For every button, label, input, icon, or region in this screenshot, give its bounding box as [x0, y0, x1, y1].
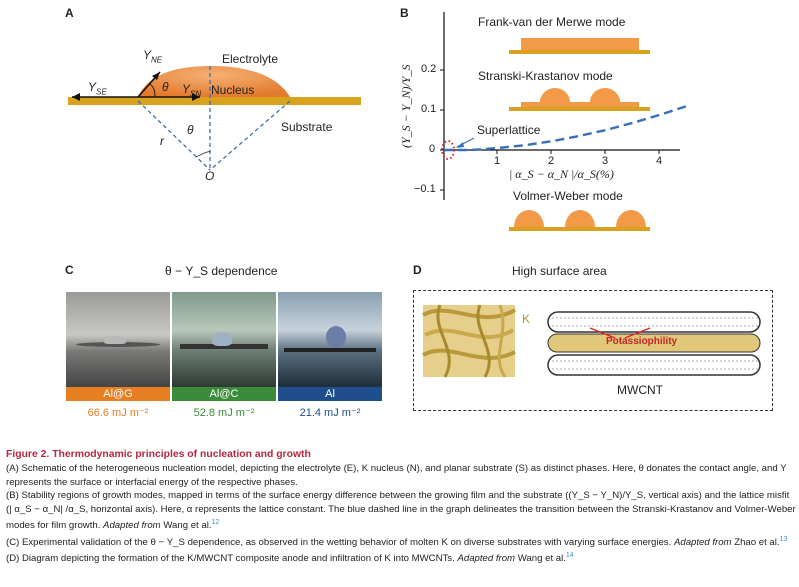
label-gamma-ne: YNE [143, 48, 163, 65]
caption-c: (C) Experimental validation of the θ − Y… [6, 535, 788, 548]
panel-a-schematic [68, 66, 361, 171]
mode-fm-label: Frank-van der Merwe mode [478, 15, 626, 29]
label-r: r [160, 134, 164, 148]
k-label: K [522, 312, 531, 326]
caption-d: (D) Diagram depicting the formation of t… [6, 552, 574, 565]
energy-al: 21.4 mJ m⁻² [299, 407, 361, 419]
radius-left [137, 100, 211, 171]
xtick-4: 4 [656, 155, 663, 167]
mode-vw-label: Volmer-Weber mode [513, 189, 623, 203]
mwcnt-tubes [547, 311, 761, 376]
potassiophility-label: Potassiophility [606, 336, 678, 347]
vw-island-2 [565, 210, 595, 227]
label-gamma-sn: YSN [182, 82, 202, 99]
sk-film [521, 102, 639, 107]
ytick-neg0.1: −0.1 [414, 183, 436, 195]
label-theta-bottom: θ [187, 123, 194, 137]
caption-title: Figure 2. Thermodynamic principles of nu… [6, 449, 311, 460]
panel-letter-d: D [413, 263, 422, 277]
photo-al-g [66, 292, 170, 387]
label-theta: θ [162, 80, 169, 94]
photo-al-c [172, 292, 276, 387]
vw-substrate [509, 227, 650, 231]
panel-d-frame [413, 290, 773, 411]
label-substrate: Substrate [281, 120, 333, 134]
xtick-2: 2 [548, 155, 555, 167]
panel-b-chart [440, 12, 688, 231]
panel-letter-b: B [400, 6, 409, 20]
label-al: Al [278, 387, 382, 401]
vw-island-3 [616, 210, 646, 227]
label-gamma-se: YSE [88, 80, 107, 97]
sk-island-1 [540, 88, 570, 102]
fm-substrate [509, 50, 650, 54]
nucleus-shape [138, 66, 290, 97]
panel-c-title: θ − Y_S dependence [165, 264, 278, 278]
sk-island-2 [590, 88, 620, 102]
k-bundle [422, 304, 516, 378]
figure-caption: Figure 2. Thermodynamic principles of nu… [6, 448, 796, 566]
x-axis-label: | α_S − α_N |/α_S(%) [509, 167, 614, 181]
energy-al-g: 66.6 mJ m⁻² [87, 407, 149, 419]
label-nucleus: Nucleus [211, 83, 255, 97]
radius-right [209, 100, 291, 171]
mwcnt-label: MWCNT [617, 383, 663, 397]
ytick-0: 0 [429, 143, 436, 155]
panel-letter-a: A [65, 6, 74, 20]
label-electrolyte: Electrolyte [222, 52, 279, 66]
sk-substrate [509, 107, 650, 111]
label-al-c: Al@C [172, 387, 276, 401]
energy-al-c: 52.8 mJ m⁻² [193, 407, 255, 419]
substrate-bar [68, 97, 361, 105]
caption-b: (B) Stability regions of growth modes, m… [6, 490, 796, 532]
panel-letter-c: C [65, 263, 74, 277]
vw-island-1 [514, 210, 544, 227]
ytick-0.2: 0.2 [421, 63, 437, 75]
fm-film [521, 38, 639, 50]
label-origin: O [205, 169, 215, 183]
caption-a: (A) Schematic of the heterogeneous nucle… [6, 463, 787, 488]
photo-al [278, 292, 382, 387]
xtick-3: 3 [602, 155, 609, 167]
mode-sk-label: Stranski-Krastanov mode [478, 69, 613, 83]
panel-d-title: High surface area [512, 264, 607, 278]
ytick-0.1: 0.1 [421, 103, 437, 115]
superlattice-label: Superlattice [477, 123, 541, 137]
superlattice-marker [441, 140, 455, 160]
xtick-1: 1 [494, 155, 501, 167]
label-al-g: Al@G [66, 387, 170, 401]
panel-d-illustration [422, 304, 761, 378]
